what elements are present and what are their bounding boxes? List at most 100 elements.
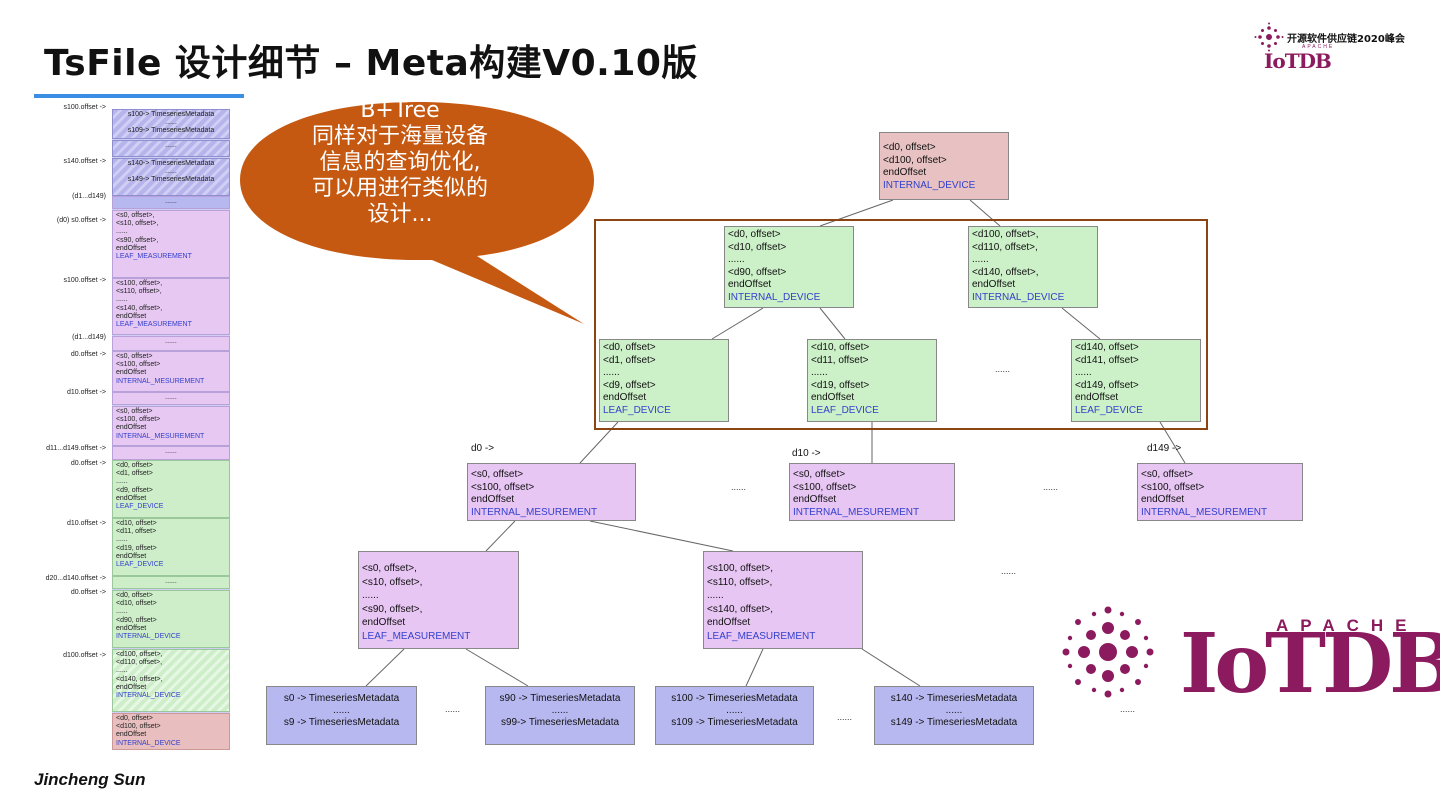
node-line: ......: [811, 367, 828, 378]
tree-edge: [485, 520, 516, 552]
ellipsis: ......: [1043, 482, 1059, 492]
left-offset-label: d11...d149.offset ->: [46, 445, 106, 452]
slide-title: TsFile 设计细节 – Meta构建V0.10版: [44, 43, 698, 84]
cell-line: ......: [165, 198, 177, 205]
tree-edge: [465, 648, 529, 687]
node-line: <s100, offset>: [471, 481, 535, 493]
node-line: <s100, offset>,: [707, 563, 773, 574]
title-underline: [34, 94, 244, 98]
cell-line: ......: [165, 578, 177, 585]
cell-line: <d0, offset>: [116, 592, 153, 599]
cell-line: <d110, offset>,: [116, 659, 163, 667]
left-offset-label: d10.offset ->: [67, 389, 106, 396]
left-cell: <s0, offset>,<s10, offset>,......<s90, o…: [112, 210, 230, 278]
node-line: <s90, offset>,: [362, 603, 423, 615]
node-line: ......: [726, 705, 743, 716]
left-offset-label: (d1...d149): [72, 193, 106, 200]
left-offset-label: d0.offset ->: [70, 351, 106, 358]
node-line: ......: [972, 254, 989, 265]
cell-line: ......: [165, 168, 177, 176]
node-line: <s100, offset>: [1141, 481, 1205, 493]
leaf-device-node: <d10, offset> <d11, offset> ...... <d19,…: [807, 339, 937, 422]
left-cell: ......: [112, 446, 230, 460]
cell-type: INTERNAL_DEVICE: [116, 633, 181, 641]
node-line: s149 -> TimeseriesMetadata: [890, 717, 1018, 728]
internal-device-node: <d100, offset>, <d110, offset>, ...... <…: [968, 226, 1098, 308]
cell-line: endOffset: [116, 494, 147, 502]
leaf-measurement-node: <s100, offset>, <s110, offset>, ...... <…: [703, 551, 863, 649]
node-line: ......: [551, 705, 569, 716]
left-cell: s100-> TimeseriesMetadata......s109-> Ti…: [112, 109, 230, 139]
cell-line: ......: [165, 448, 177, 455]
node-type: LEAF_DEVICE: [603, 404, 671, 416]
node-type: LEAF_MEASUREMENT: [362, 630, 471, 642]
node-type: LEAF_DEVICE: [811, 404, 879, 416]
timeseries-metadata-node: s100 -> TimeseriesMetadata ...... s109 -…: [655, 686, 814, 745]
cell-line: <d9, offset>: [116, 486, 153, 494]
left-cell: <s100, offset>,<s110, offset>,......<s14…: [112, 278, 230, 335]
node-line: ......: [945, 705, 963, 716]
cell-line: <d90, offset>: [116, 616, 157, 624]
node-line: <d100, offset>: [883, 154, 947, 166]
cell-type: LEAF_DEVICE: [116, 561, 164, 569]
left-cell: ......: [112, 140, 230, 157]
left-offset-label: d0.offset ->: [70, 589, 106, 596]
cell-type: INTERNAL_DEVICE: [116, 692, 181, 700]
cell-line: s149-> TimeseriesMetadata: [127, 176, 215, 184]
left-cell: ......: [112, 576, 230, 589]
node-line: ......: [707, 590, 724, 601]
cell-line: <d0, offset>: [116, 462, 153, 469]
pointer-label: d10 ->: [792, 448, 821, 459]
node-line: s0 -> TimeseriesMetadata: [283, 693, 400, 704]
node-line: <d141, offset>: [1075, 354, 1139, 366]
node-line: <s100, offset>: [793, 481, 857, 493]
logo-apache-small: APACHE: [1302, 44, 1335, 50]
cell-line: endOffset: [116, 731, 147, 739]
node-line: ......: [603, 367, 620, 378]
left-offset-label: (d1...d149): [72, 334, 106, 341]
cell-line: <s100, offset>,: [116, 280, 163, 287]
speech-bubble-text: B+Tree 同样对于海量设备 信息的查询优化, 可以用进行类似的 设计...: [290, 98, 510, 228]
node-line: <s10, offset>,: [362, 576, 423, 588]
cell-line: <d1, offset>: [116, 470, 153, 478]
cell-line: endOffset: [116, 244, 147, 252]
left-offset-label: s100.offset ->: [63, 277, 106, 284]
iotdb-flower-icon: [1062, 606, 1154, 698]
node-line: <d10, offset>: [728, 241, 787, 253]
cell-type: LEAF_MEASUREMENT: [116, 321, 192, 329]
node-line: <d9, offset>: [603, 379, 656, 391]
cell-type: LEAF_DEVICE: [116, 503, 164, 511]
author-name: Jincheng Sun: [34, 770, 146, 789]
left-cell: s140-> TimeseriesMetadata......s149-> Ti…: [112, 158, 230, 196]
tree-edge: [589, 520, 734, 552]
node-line: endOffset: [603, 392, 647, 403]
cell-line: endOffset: [116, 552, 147, 560]
left-cell: <d0, offset><d10, offset>......<d90, off…: [112, 590, 230, 648]
ellipsis: ......: [445, 704, 461, 714]
ellipsis: ......: [1001, 566, 1017, 576]
tree-edge: [745, 648, 764, 687]
node-line: <d100, offset>,: [972, 229, 1039, 240]
tree-edge: [969, 199, 1001, 227]
bubble-line: 同样对于海量设备: [311, 124, 488, 149]
iotdb-flower-icon: [1254, 22, 1284, 52]
tree-edge: [1061, 307, 1101, 340]
node-line: endOffset: [1075, 392, 1119, 403]
cell-line: ......: [165, 338, 177, 345]
node-line: <d0, offset>: [883, 142, 936, 153]
cell-line: <s0, offset>: [116, 408, 153, 415]
cell-line: <d140, offset>,: [116, 675, 163, 683]
cell-line: <d10, offset>: [116, 600, 157, 608]
left-offset-label: (d0) s0.offset ->: [56, 217, 106, 224]
root-device-node: <d0, offset> <d100, offset> endOffset IN…: [879, 132, 1009, 200]
iotdb-logo: APACHE IoTDB: [1056, 600, 1440, 720]
node-line: ......: [362, 590, 379, 601]
left-offset-label: s100.offset ->: [63, 104, 106, 111]
node-type: INTERNAL_DEVICE: [883, 179, 976, 191]
internal-measurement-node: <s0, offset> <s100, offset> endOffset IN…: [789, 463, 955, 521]
node-line: s99-> TimeseriesMetadata: [500, 717, 620, 728]
speech-bubble: [240, 102, 594, 324]
